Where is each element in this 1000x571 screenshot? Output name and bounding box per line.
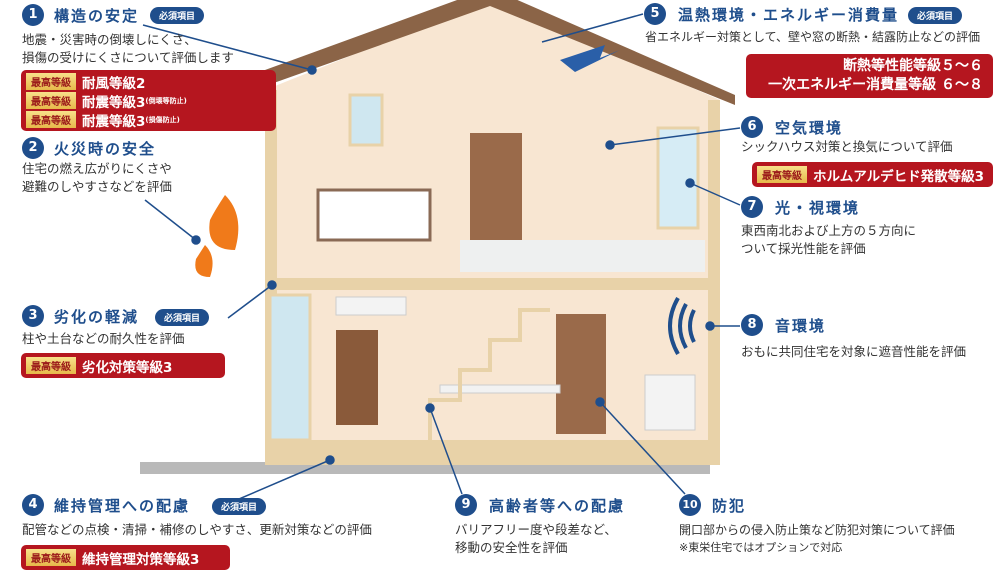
grade-box: 最高等級耐風等級2 最高等級耐震等級3(倒壊等防止) 最高等級耐震等級3(損傷防…	[21, 70, 276, 131]
bed	[316, 188, 432, 242]
required-badge: 必須項目	[212, 498, 267, 515]
item-number: 3	[22, 305, 44, 327]
leader-lines	[142, 13, 741, 503]
window-left	[268, 293, 312, 442]
sound-icon	[668, 297, 696, 355]
item-title: 維持管理への配慮	[54, 497, 191, 515]
grade-box: 最高等級維持管理対策等級3	[21, 545, 230, 570]
item-number: 7	[741, 196, 763, 218]
table	[439, 384, 561, 394]
item-desc: 配管などの点検・清掃・補修のしやすさ、更新対策などの評価	[22, 522, 372, 537]
roof	[232, 0, 735, 105]
item-desc: バリアフリー度や段差など、移動の安全性を評価	[455, 522, 617, 555]
item-desc: おもに共同住宅を対象に遮音性能を評価	[741, 344, 967, 359]
item-number: 6	[741, 116, 763, 138]
required-badge: 必須項目	[908, 7, 963, 24]
door-lower	[556, 314, 606, 434]
item-number: 4	[22, 494, 44, 516]
item-desc: 地震・災害時の倒壊しにくさ、損傷の受けにくさについて評価します	[22, 32, 234, 65]
item-number: 5	[644, 3, 666, 25]
item-number: 8	[741, 314, 763, 336]
item-desc: 東西南北および上方の５方向について採光性能を評価	[741, 223, 917, 256]
item-title: 音環境	[775, 317, 827, 335]
window-right	[656, 126, 700, 230]
item-title: 劣化の軽減	[54, 308, 140, 326]
required-badge: 必須項目	[150, 7, 205, 24]
item-number: 9	[455, 494, 477, 516]
item-desc: 開口部からの侵入防止策など防犯対策について評価※東栄住宅ではオプションで対応	[679, 523, 955, 554]
item-title: 空気環境	[775, 119, 844, 137]
heat-arrow	[560, 45, 620, 72]
item-title: 高齢者等への配慮	[489, 497, 626, 515]
item-desc: 柱や土台などの耐久性を評価	[22, 331, 185, 346]
item-desc: 省エネルギー対策として、壁や窓の断熱・結露防止などの評価	[645, 30, 981, 44]
item-desc: シックハウス対策と換気について評価	[741, 139, 953, 154]
air-conditioner	[335, 296, 407, 316]
item-title: 光・視環境	[775, 199, 861, 217]
stairs	[428, 308, 550, 440]
required-badge: 必須項目	[155, 309, 210, 326]
grade-box: 最高等級ホルムアルデヒド発散等級3	[752, 162, 993, 187]
item-number: 10	[679, 494, 701, 516]
door-upper	[470, 133, 522, 243]
item-title: 構造の安定	[54, 7, 140, 25]
grade-box: 最高等級劣化対策等級3	[21, 353, 225, 378]
fire-icon	[209, 195, 239, 250]
item-title: 火災時の安全	[54, 140, 157, 158]
item-title: 防犯	[712, 497, 747, 515]
item-number: 1	[22, 4, 44, 26]
floor-divider	[265, 278, 720, 290]
item-title: 温熱環境・エネルギー消費量	[678, 6, 900, 24]
item-number: 2	[22, 137, 44, 159]
item-desc: 住宅の燃え広がりにくさや避難のしやすさなどを評価	[22, 161, 172, 194]
bookshelf	[336, 330, 378, 425]
